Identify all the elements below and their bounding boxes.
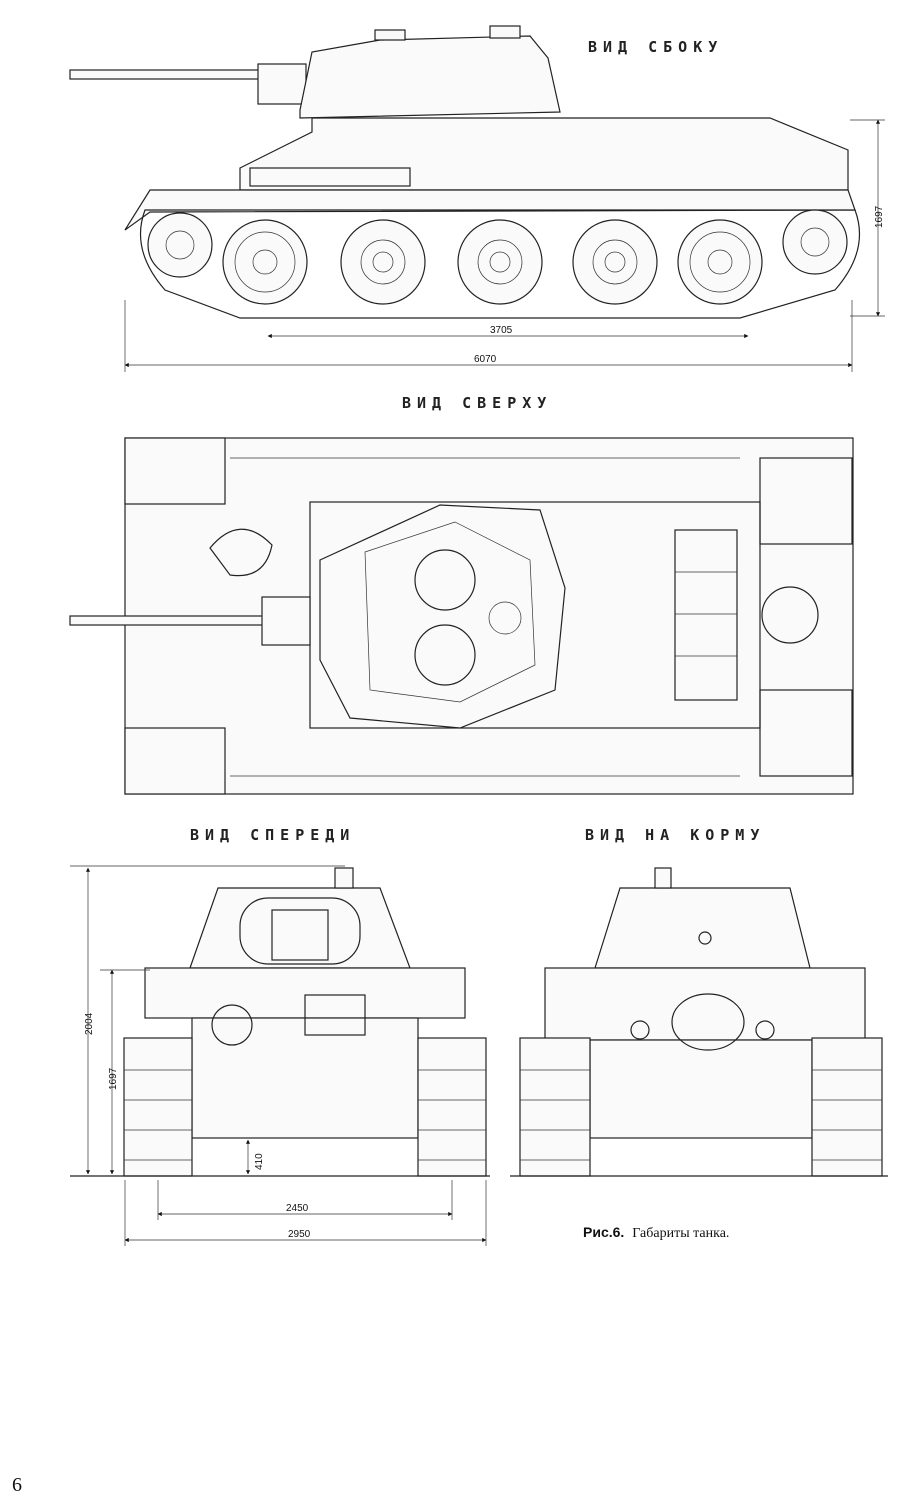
front-track-right (417, 1037, 487, 1177)
side-track (139, 209, 861, 319)
top-rear-hatch (761, 586, 819, 644)
side-cupola (374, 29, 406, 41)
front-driver-hatch (211, 1004, 253, 1046)
dim-ground-clearance: 410 (254, 1153, 265, 1170)
side-turret (299, 35, 561, 119)
side-periscope (489, 25, 521, 39)
top-fender-front-left (124, 437, 226, 505)
figure-caption-text: Габариты танка. (632, 1226, 730, 1241)
side-gun-barrel (69, 69, 266, 80)
top-fender-rear-left (759, 457, 853, 545)
side-gun-mantlet (257, 63, 307, 105)
top-engine-grille (674, 529, 738, 701)
top-gun-mantlet (261, 596, 311, 646)
page-number: 6 (12, 1474, 22, 1496)
top-hatch-right (414, 624, 476, 686)
rear-track-right (811, 1037, 883, 1177)
dim-side-height: 1697 (874, 205, 885, 228)
top-gun-barrel (69, 615, 271, 626)
side-view-title: ВИД СБОКУ (588, 38, 724, 56)
rear-exhaust-left (630, 1020, 650, 1040)
dim-front-height-hull: 1697 (108, 1067, 119, 1090)
front-view-title: ВИД СПЕРЕДИ (190, 826, 356, 844)
rear-view (510, 867, 888, 1177)
top-driver-hatch (209, 528, 273, 577)
dim-width: 2950 (288, 1229, 311, 1240)
front-track-links (124, 1069, 486, 1161)
rear-exhaust-right (755, 1020, 775, 1040)
side-view: 3705 6070 1697 (69, 25, 885, 372)
top-fender-rear-right (759, 689, 853, 777)
rear-upper-hull (544, 967, 866, 1041)
front-view: 2004 1697 410 2450 2950 (70, 865, 490, 1246)
top-turret (319, 504, 566, 729)
dim-length: 6070 (474, 354, 497, 365)
rear-turret (594, 887, 811, 969)
side-fuel-tank (249, 167, 411, 187)
rear-view-title: ВИД НА КОРМУ (585, 826, 766, 844)
front-glacis (191, 1017, 419, 1139)
dim-wheelbase: 3705 (490, 325, 513, 336)
front-gun-port (271, 909, 329, 961)
figure-caption: Рис.6. Габариты танка. (583, 1224, 729, 1242)
rear-hull-plate (589, 1039, 813, 1139)
top-view (69, 437, 854, 795)
rear-access-hatch (671, 993, 745, 1051)
front-hatch-plate (304, 994, 366, 1036)
rear-track-links (520, 1069, 882, 1161)
rear-track-left (519, 1037, 591, 1177)
dim-track-gauge: 2450 (286, 1203, 309, 1214)
front-cupola (334, 867, 354, 889)
rear-cupola (654, 867, 672, 889)
side-road-wheels (147, 209, 848, 305)
figure-label: Рис.6. (583, 1224, 625, 1240)
dim-front-height-total: 2004 (84, 1012, 95, 1035)
top-view-title: ВИД СВЕРХУ (402, 394, 553, 412)
front-track-left (123, 1037, 193, 1177)
top-hatch-left (414, 549, 476, 611)
top-fender-front-right (124, 727, 226, 795)
